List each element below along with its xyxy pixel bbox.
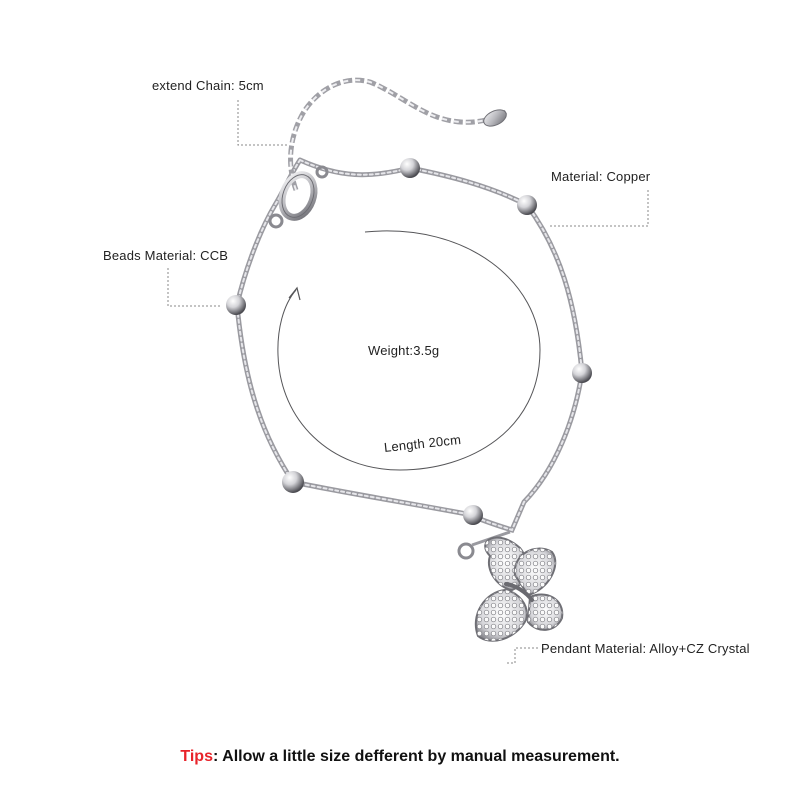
bead — [226, 295, 246, 315]
bead — [517, 195, 537, 215]
bead — [572, 363, 592, 383]
bracelet-chain — [234, 157, 585, 534]
label-material: Material: Copper — [551, 169, 651, 184]
tips-note: Tips: Allow a little size defferent by m… — [0, 748, 800, 766]
leader-extend-chain — [237, 100, 288, 146]
tips-text: : Allow a little size defferent by manua… — [212, 748, 620, 765]
leader-material — [548, 190, 649, 227]
label-extend-chain: extend Chain: 5cm — [152, 78, 264, 93]
bead — [400, 158, 420, 178]
beads — [226, 158, 592, 525]
bead — [463, 505, 483, 525]
label-beads-material: Beads Material: CCB — [103, 248, 229, 263]
tips-keyword: Tips — [180, 748, 213, 765]
label-weight: Weight:3.5g — [368, 343, 440, 358]
lobster-clasp — [268, 165, 329, 229]
leader-lines — [167, 100, 649, 664]
label-pendant-material: Pendant Material: Alloy+CZ Crystal — [541, 641, 750, 656]
bead — [282, 471, 304, 493]
extension-chain — [288, 77, 508, 191]
leader-pendant-material — [505, 647, 538, 664]
butterfly-pendant — [457, 530, 564, 642]
leader-beads-material — [167, 268, 222, 307]
length-measurement-circle — [277, 230, 541, 471]
